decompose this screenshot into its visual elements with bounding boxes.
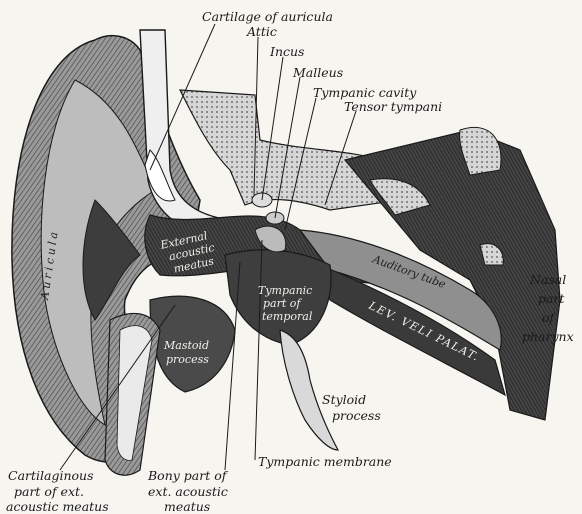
svg-text:part of ext.: part of ext.: [14, 484, 84, 499]
label-mastoid-process: Mastoid process: [163, 339, 209, 366]
svg-text:ext. acoustic: ext. acoustic: [148, 484, 228, 499]
svg-text:acoustic meatus: acoustic meatus: [6, 499, 109, 514]
svg-text:meatus: meatus: [164, 499, 210, 514]
label-tensor-tympani: Tensor tympani: [344, 99, 442, 114]
label-malleus: Malleus: [292, 65, 343, 80]
label-cartilage-of-auricula: Cartilage of auricula: [202, 9, 333, 24]
svg-text:part of: part of: [263, 297, 302, 310]
svg-text:Nasal: Nasal: [529, 272, 566, 287]
label-tympanic-cavity: Tympanic cavity: [313, 85, 417, 100]
svg-text:Styloid: Styloid: [322, 392, 366, 407]
label-attic: Attic: [246, 24, 277, 39]
svg-text:pharynx: pharynx: [522, 329, 574, 344]
svg-text:process: process: [166, 353, 209, 366]
svg-text:Mastoid: Mastoid: [163, 339, 209, 352]
svg-text:process: process: [332, 408, 381, 423]
svg-text:part: part: [538, 291, 565, 306]
label-incus: Incus: [269, 44, 304, 59]
svg-text:Cartilaginous: Cartilaginous: [8, 468, 94, 483]
svg-text:Bony part of: Bony part of: [147, 468, 229, 483]
label-tympanic-membrane: Tympanic membrane: [258, 454, 392, 469]
svg-text:Tympanic: Tympanic: [258, 284, 312, 297]
svg-text:temporal: temporal: [262, 310, 313, 323]
